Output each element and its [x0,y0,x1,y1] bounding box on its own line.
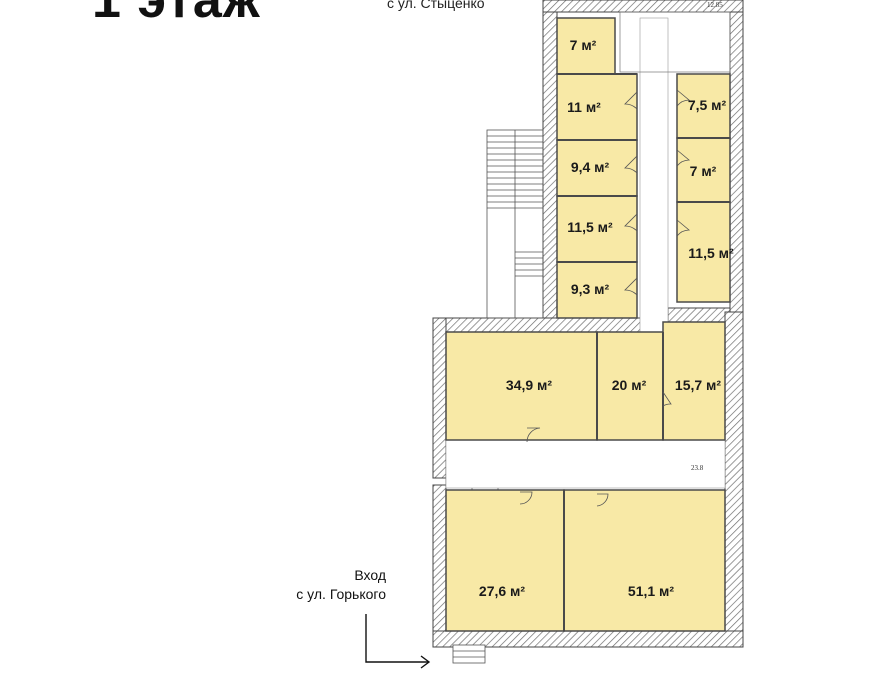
room-area-label: 9,4 м² [571,159,610,175]
room-area-label: 7 м² [690,163,717,179]
room-area-label: 7,5 м² [688,97,727,113]
room-area-label: 51,1 м² [628,583,674,599]
north-staircase [486,129,544,319]
room-r10 [596,331,664,441]
room-area-label: 7 м² [570,37,597,53]
street-note: с ул. Стыценко [387,0,485,11]
dimension-labels: 12.85 23.8 [691,1,723,472]
entrance-arrow [365,614,431,669]
room-r7 [676,137,731,203]
room-area-label: 34,9 м² [506,377,552,393]
room-r5 [556,261,638,319]
room-area-label: 9,3 м² [571,281,610,297]
entrance-line-1: Вход [354,567,386,583]
room-area-label: 15,7 м² [675,377,721,393]
corridors [445,11,731,489]
room-area-label: 11,5 м² [688,245,734,261]
floor-title: 1 этаж [92,0,261,29]
room-r13 [563,489,726,632]
room-r12 [445,489,565,632]
rooms-layer: 7 м² 11 м² 9,4 м² 11,5 м² 9,3 м² 7,5 м² 7 м² 11… [445,17,734,632]
entrance-label: Вход с ул. Горького [262,566,386,604]
exterior-walls [432,0,744,648]
room-area-label: 20 м² [612,377,647,393]
room-r9 [445,331,598,441]
room-r8 [676,201,731,303]
room-r11 [662,321,726,441]
door-swings [519,89,691,507]
room-r2 [556,73,638,141]
interior-walls [557,73,730,631]
entrance-line-2: с ул. Горького [296,586,386,602]
dimension-top-right: 12.85 [707,1,723,9]
room-r1 [556,17,616,75]
dimension-corridor: 23.8 [691,464,704,472]
room-area-label: 11,5 м² [567,219,613,235]
room-r6 [676,73,731,139]
room-area-label: 11 м² [567,99,601,115]
entrance-steps [452,644,486,664]
room-area-label: 27,6 м² [479,583,525,599]
